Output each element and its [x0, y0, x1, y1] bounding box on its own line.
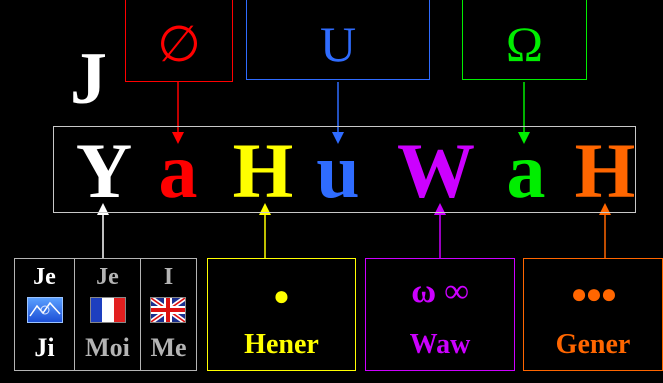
pronoun-divider-2 — [140, 259, 141, 370]
letter-a-red: a — [158, 127, 198, 214]
empty-set-box: ∅ — [125, 0, 233, 82]
pronoun-moi: Moi — [85, 333, 130, 362]
superscript-j: J — [70, 38, 107, 120]
uk-flag-icon — [150, 297, 186, 323]
gener-label: Gener — [555, 329, 631, 360]
pronoun-ji: Ji — [34, 333, 55, 362]
waw-box: ω ∞ Waw — [365, 258, 515, 371]
letter-u-blue: u — [316, 127, 360, 214]
pronoun-me: Me — [150, 333, 187, 362]
letter-w-purple: W — [397, 127, 475, 214]
gener-box: ●●● Gener — [523, 258, 663, 371]
letter-y: Y — [75, 127, 133, 214]
pronoun-divider-1 — [74, 259, 75, 370]
pronoun-col-moi: Je Moi — [75, 259, 140, 370]
hener-box: ● Hener — [207, 258, 356, 371]
dot-icon: ● — [273, 281, 290, 312]
yahuwah-word-box — [53, 126, 636, 213]
pronoun-i: I — [163, 264, 174, 290]
pronoun-col-me: I Me — [141, 259, 196, 370]
pronoun-col-ji: Je Ji — [15, 259, 74, 370]
pronoun-je-1: Je — [33, 264, 56, 290]
u-box: U — [246, 0, 430, 80]
waw-label: Waw — [409, 329, 471, 360]
empty-set-symbol: ∅ — [157, 16, 201, 72]
letter-h-orange: H — [574, 127, 636, 214]
monitor-icon — [27, 297, 63, 323]
pronoun-box: Je Ji Je Moi I Me — [14, 258, 197, 371]
letter-h-yellow: H — [232, 127, 294, 214]
omega-infinity-icon: ω ∞ — [411, 273, 469, 310]
hener-label: Hener — [244, 329, 319, 360]
french-flag-icon — [90, 297, 126, 323]
omega-box: Ω — [462, 0, 587, 80]
letter-a-green: a — [506, 127, 546, 214]
three-dots-icon: ●●● — [570, 279, 618, 310]
u-symbol: U — [319, 16, 357, 72]
pronoun-je-2: Je — [96, 264, 119, 290]
omega-symbol: Ω — [505, 16, 544, 72]
